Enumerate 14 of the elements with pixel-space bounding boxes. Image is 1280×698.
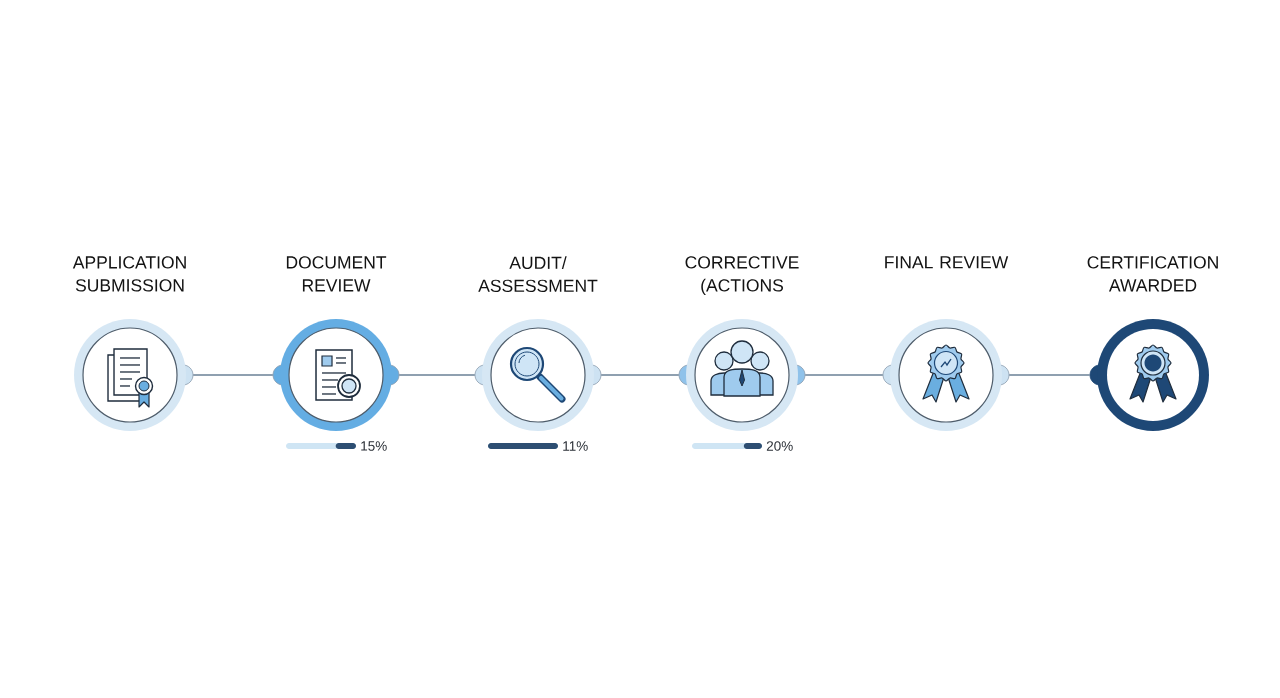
connector-line: [1008, 374, 1091, 376]
connector-line: [804, 374, 884, 376]
percent-label: 20%: [766, 441, 793, 451]
percent-label: 11%: [563, 441, 588, 451]
step-title: CORRECTIVE (ACTIONS: [685, 256, 799, 296]
connector-line: [398, 374, 476, 376]
connector-line: [192, 374, 274, 376]
step-title: CERTIFICATION AWARDED: [1087, 256, 1218, 292]
step-title: DOCUMENT REVIEW: [286, 256, 387, 292]
percent-label: 15%: [361, 441, 387, 451]
connector-line: [600, 374, 680, 376]
step-title: AUDIT/ ASSESSMENT: [478, 256, 598, 293]
step-title: APPLICATION SUBMISSION: [72, 256, 186, 292]
step-title: FINAL REVIEW: [885, 256, 1009, 269]
